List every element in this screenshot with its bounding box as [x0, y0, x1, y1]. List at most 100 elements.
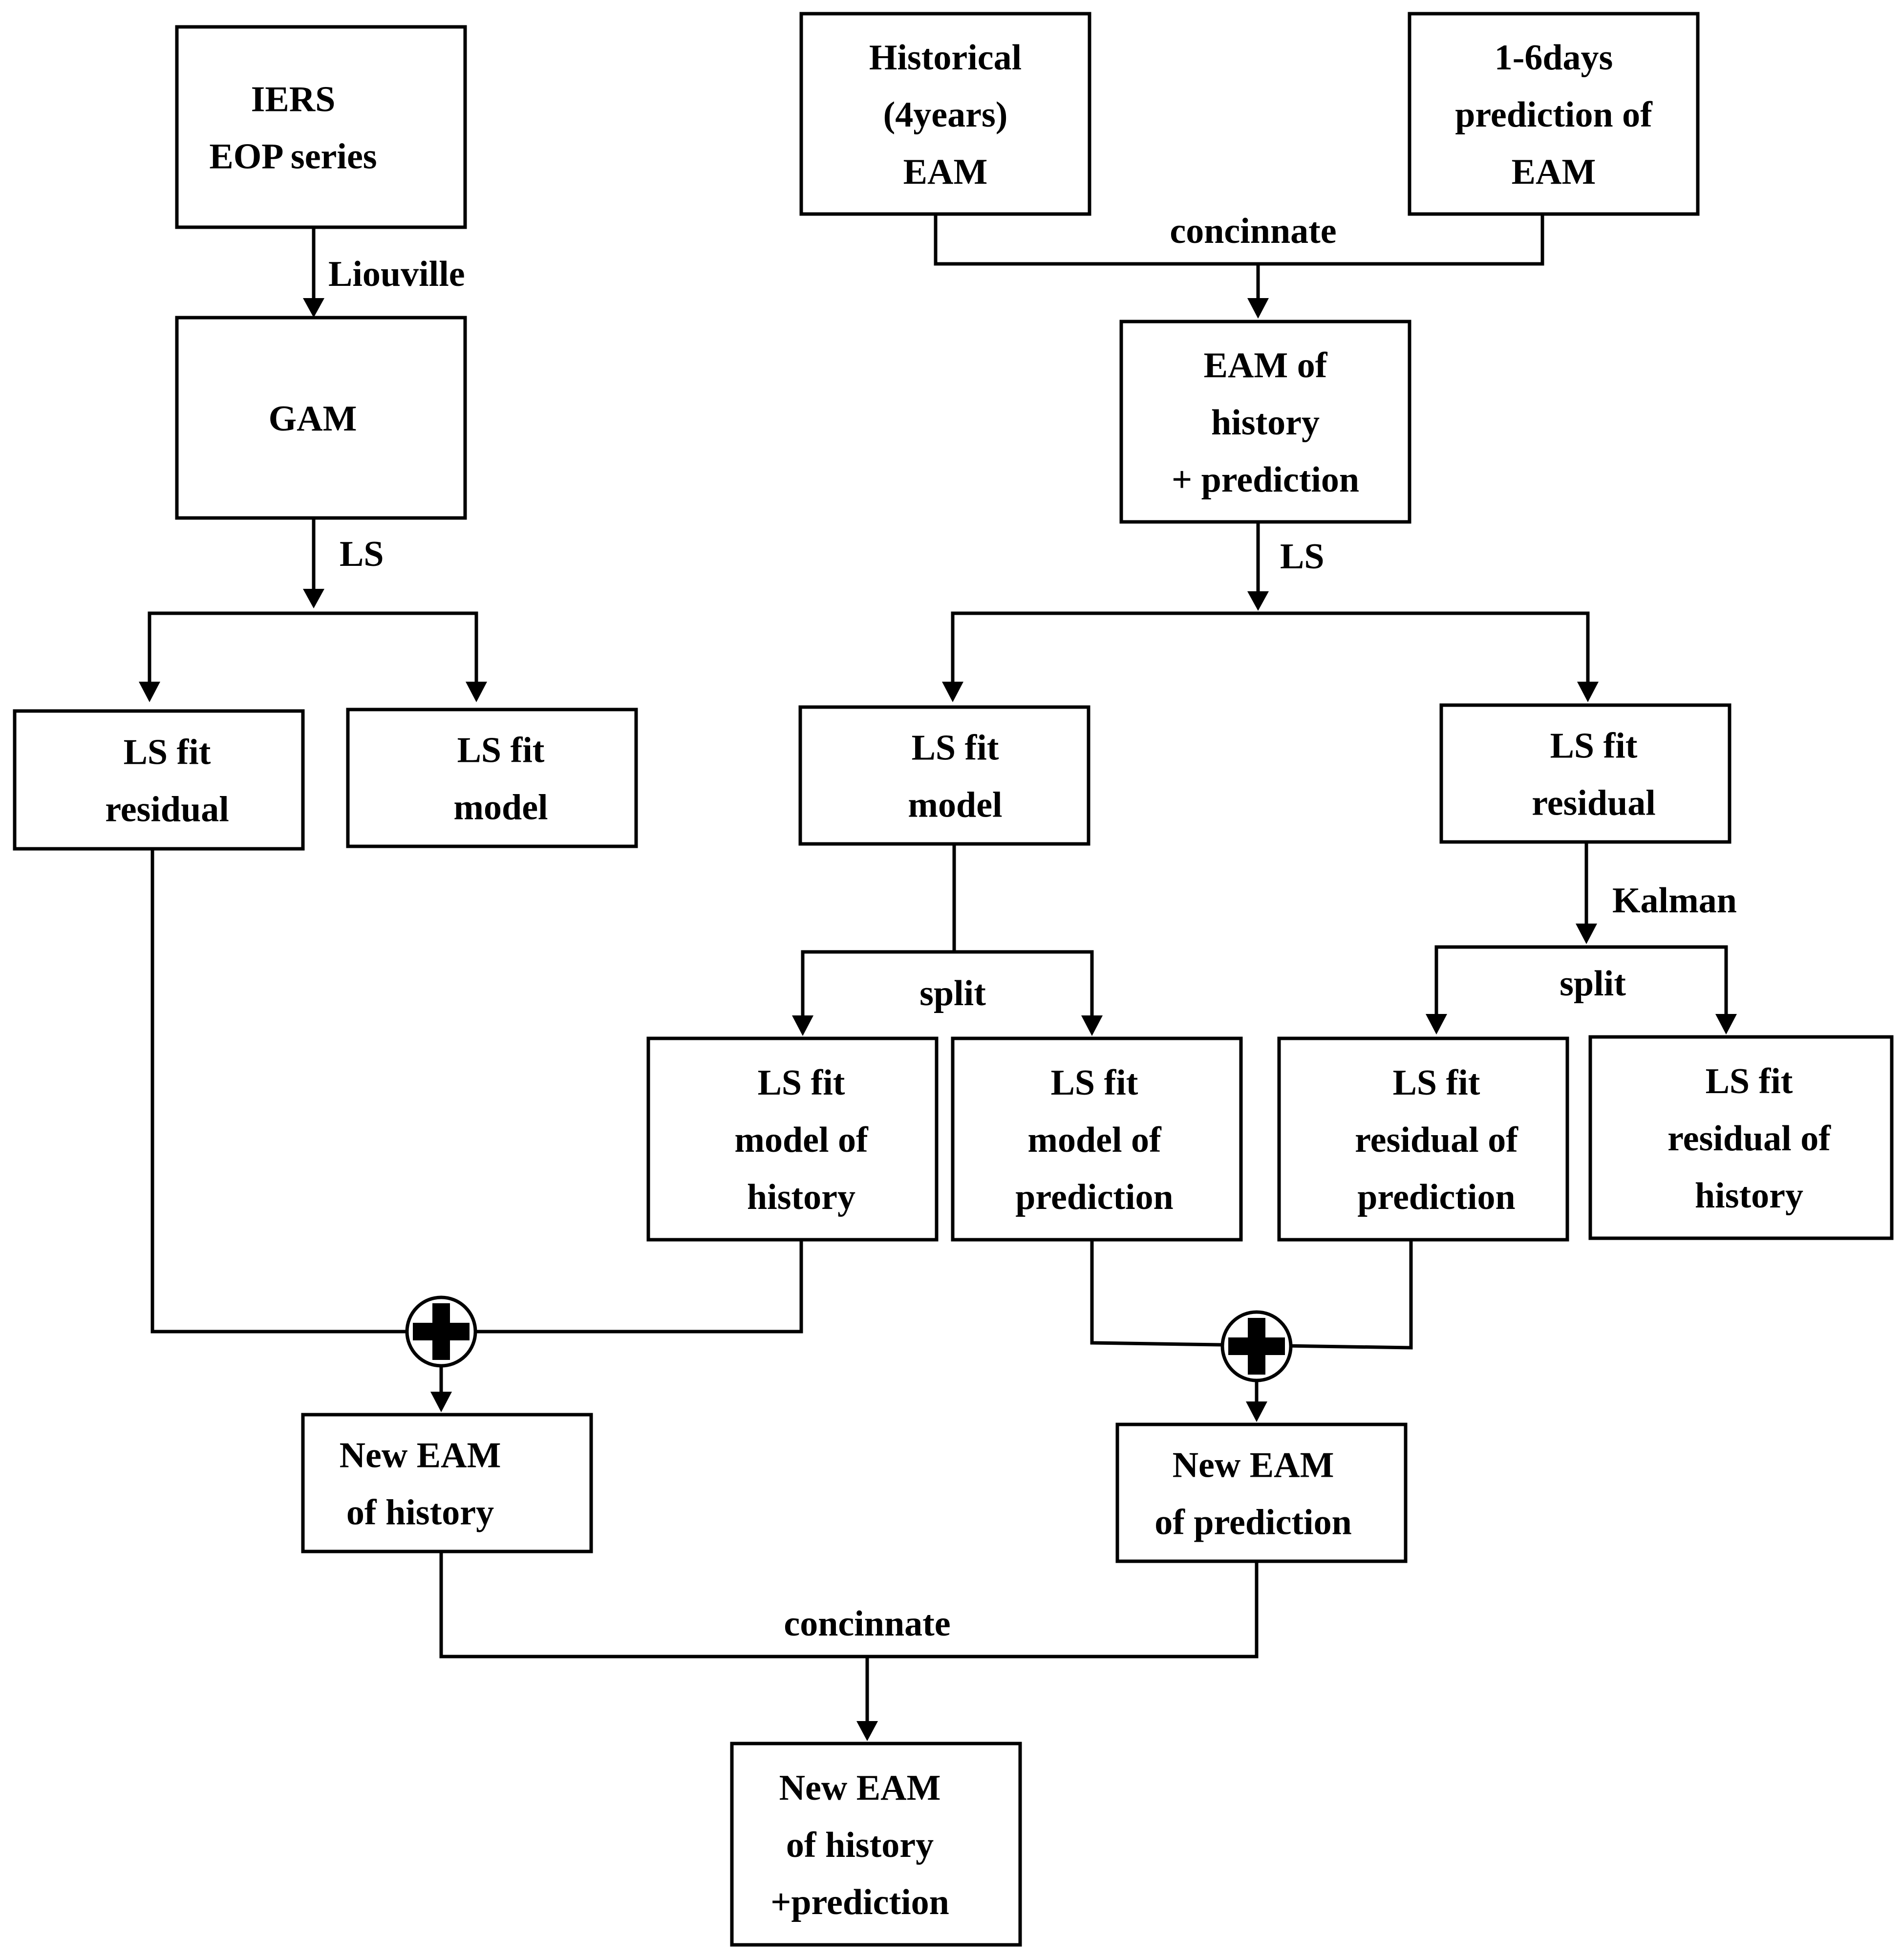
node-border [646, 1036, 939, 1242]
node-new-eam-prediction: New EAM of prediction [1115, 1422, 1408, 1563]
arrowhead-new-eam-final [856, 1721, 878, 1741]
label-concinnate-top: concinnate [1170, 211, 1336, 251]
node-historical-eam: Historical(4years)EAM [799, 12, 1091, 216]
node-label-line: model [908, 785, 1002, 825]
node-ls-fit-model-history: LS fit model of history [646, 1036, 939, 1242]
node-border [346, 708, 638, 848]
node-label-line: of history [346, 1493, 494, 1533]
node-border [799, 12, 1091, 216]
node-border [1115, 1422, 1408, 1563]
node-label-line: New EAM [340, 1436, 501, 1476]
edge-concinnate-bottom [439, 1550, 1259, 1658]
node-label-line: LS fit [758, 1063, 845, 1103]
node-new-eam-history: New EAM of history [301, 1413, 593, 1553]
node-label-line: LS fit [457, 731, 545, 771]
node-label-line: history [1211, 403, 1320, 443]
node-ls-fit-residual-history: LS fit residual of history [1588, 1035, 1894, 1240]
node-ls-fit-residual-left: LS fit residual [13, 709, 305, 851]
arrowhead-eam-combined [1247, 298, 1269, 319]
node-label-line: LS fit [1393, 1063, 1480, 1103]
arrowhead-ls-right [1247, 591, 1269, 611]
node-border [1588, 1035, 1894, 1240]
edge-concinnate-top [934, 215, 1544, 266]
node-border [1119, 320, 1411, 524]
arrowhead-ls-residual-right [1577, 682, 1599, 702]
node-label-line: LS fit [1550, 726, 1638, 766]
node-label-line: EAM of [1204, 345, 1328, 386]
node-label-line: Historical [869, 38, 1022, 78]
node-label-line: of history [786, 1825, 934, 1865]
node-label-line: GAM [269, 399, 357, 439]
node-label-line: IERS [251, 80, 336, 120]
node-label-line: model [453, 788, 548, 828]
plus-icon-vertical [1248, 1318, 1265, 1375]
node-ls-fit-residual-prediction: LS fit residual of prediction [1277, 1036, 1569, 1242]
node-ls-fit-model-left: LS fit model [346, 708, 638, 848]
node-border [951, 1036, 1243, 1242]
node-label-line: + prediction [1172, 460, 1359, 500]
node-ls-fit-model-right: LS fit model [798, 705, 1090, 846]
label-concinnate-bottom: concinnate [784, 1604, 950, 1644]
node-label-line: of prediction [1154, 1503, 1352, 1543]
arrowhead-gam [303, 298, 324, 318]
node-label-line: residual [1532, 783, 1656, 823]
node-label-line: LS fit [124, 732, 211, 773]
arrowhead-new-eam-history [430, 1392, 452, 1412]
node-label-line: model of [734, 1120, 869, 1160]
sum-operator-left [405, 1295, 477, 1368]
node-border [175, 316, 467, 520]
node-label-line: LS fit [1706, 1061, 1793, 1101]
label-kalman: Kalman [1612, 881, 1737, 921]
node-label-line: New EAM [779, 1768, 941, 1808]
arrowhead-ls-residual-history [1715, 1014, 1737, 1034]
arrowhead-kalman [1576, 924, 1597, 944]
node-label-line: LS fit [912, 728, 999, 768]
node-gam: GAM [175, 316, 467, 520]
node-label-line: prediction [1357, 1177, 1515, 1217]
node-prediction-eam: 1-6days prediction of EAM [1408, 12, 1700, 216]
node-border [13, 709, 305, 851]
arrowhead-ls-model-prediction [1081, 1015, 1103, 1036]
node-border [1277, 1036, 1569, 1242]
node-border [1408, 12, 1700, 216]
node-label-line: residual [105, 790, 229, 830]
label-split-model: split [919, 973, 986, 1013]
node-ls-fit-residual-right: LS fit residual [1439, 703, 1731, 844]
node-label-line: history [1695, 1176, 1803, 1216]
node-label-line: +prediction [770, 1882, 949, 1922]
sum-operator-right [1220, 1310, 1293, 1382]
node-label-line: model of [1027, 1120, 1162, 1160]
arrowhead-ls-left [303, 589, 324, 608]
node-label-line: New EAM [1173, 1445, 1334, 1486]
node-label-line: EAM [1512, 152, 1596, 192]
node-eam-history-prediction: EAM of history + prediction [1119, 320, 1411, 524]
arrowhead-ls-residual-left [139, 682, 160, 702]
arrowhead-ls-model-left [466, 682, 487, 702]
edge-ls-left-split [148, 611, 478, 682]
arrowhead-ls-model-history [792, 1015, 813, 1036]
arrowhead-ls-model-right [942, 682, 963, 702]
node-new-eam-final: New EAM of history +prediction [730, 1742, 1022, 1947]
node-label-line: history [747, 1177, 855, 1217]
node-border [175, 25, 467, 229]
label-split-residual: split [1560, 964, 1626, 1004]
node-label-line: LS fit [1051, 1063, 1138, 1103]
node-label-line: residual of [1355, 1120, 1518, 1160]
node-border [301, 1413, 593, 1553]
arrowhead-new-eam-prediction [1246, 1401, 1267, 1422]
node-label-line: 1-6days [1495, 38, 1613, 78]
edge-split-model [801, 950, 1094, 1015]
node-label-line: (4years) [883, 95, 1008, 135]
label-ls-right: LS [1280, 537, 1325, 577]
edge-labels: Liouville LS concinnate LS Kalman split … [328, 211, 1737, 1644]
label-ls-left: LS [340, 534, 384, 574]
arrowhead-ls-residual-prediction [1426, 1014, 1447, 1034]
node-border [1439, 703, 1731, 844]
label-liouville: Liouville [328, 254, 465, 294]
node-label-line: prediction of [1455, 95, 1653, 135]
node-label-line: residual of [1667, 1119, 1831, 1159]
